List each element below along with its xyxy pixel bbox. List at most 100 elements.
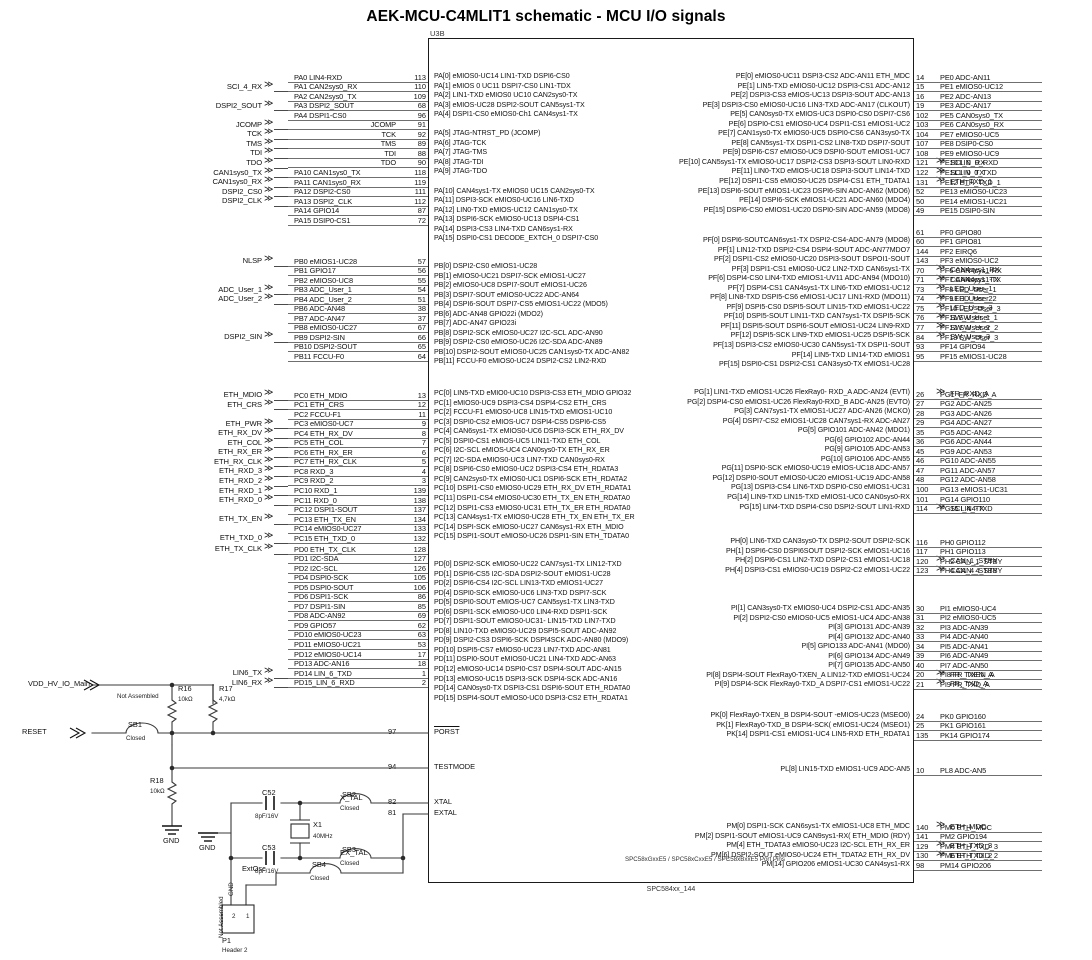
- net-label[interactable]: ETH_TXD_3: [950, 841, 993, 851]
- net-label[interactable]: ETH_CRS: [227, 399, 262, 409]
- net-label[interactable]: ETH_RXD_3: [219, 466, 262, 476]
- net-label[interactable]: CAN1sys0_TX: [213, 167, 262, 177]
- net-label[interactable]: ETH_RXD_0: [219, 495, 262, 505]
- net-label[interactable]: ADC_User_1: [218, 284, 262, 294]
- net-label[interactable]: DSPI2_CLK: [221, 196, 262, 206]
- net-label[interactable]: LED_User_2: [950, 293, 993, 303]
- net-label[interactable]: TDO: [246, 157, 262, 167]
- net-label[interactable]: TCK: [247, 129, 262, 139]
- net-label[interactable]: CAN1sys0_RX: [212, 177, 262, 187]
- net-label[interactable]: LED_User_1: [950, 284, 993, 294]
- net-label[interactable]: ETH_TX_EN: [219, 514, 262, 524]
- net-label[interactable]: FR_TXEN_A: [950, 669, 993, 679]
- net-label[interactable]: SCI_4_TX: [950, 503, 985, 513]
- net-label[interactable]: ETH_TX_CLK: [214, 544, 262, 553]
- net-label[interactable]: LIN6_RX: [231, 677, 262, 687]
- net-label[interactable]: ETH_RX_ER: [218, 447, 262, 457]
- net-label[interactable]: SW_User_1: [950, 312, 991, 322]
- net-label[interactable]: ETH_MDIO: [223, 390, 263, 399]
- net-label[interactable]: JCOMP: [235, 119, 262, 129]
- net-label[interactable]: DSPI2_CS0: [221, 186, 262, 196]
- net-label[interactable]: ETH_PWR: [225, 418, 263, 428]
- net-label[interactable]: LIN6_TX: [232, 668, 262, 678]
- net-label[interactable]: ETH_COL: [227, 437, 262, 447]
